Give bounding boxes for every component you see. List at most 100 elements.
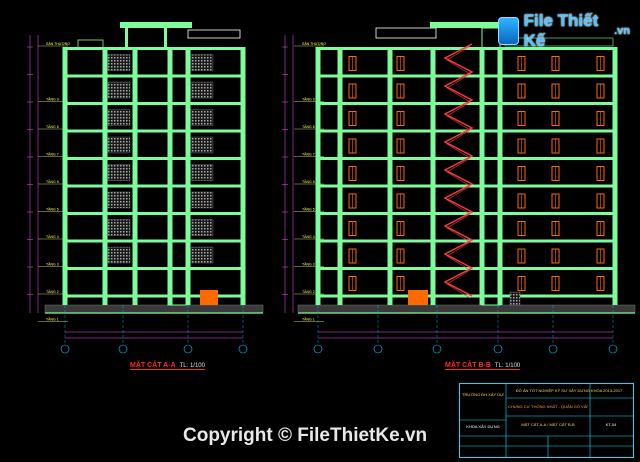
floor-slab (65, 129, 243, 133)
section-a-scale: TL: 1/100 (179, 363, 205, 369)
floor-label: TẦNG 6 (302, 180, 315, 184)
window-panel (107, 219, 131, 236)
window-panel (107, 54, 131, 71)
elevator-shaft (481, 27, 501, 306)
floor-slab (65, 212, 243, 215)
grid-axis-bubble (493, 344, 503, 354)
grid-axis-bubble (432, 344, 442, 354)
floor-slab (65, 184, 243, 188)
grid-axis-bubble (373, 344, 383, 354)
section-b-scale: TL: 1/100 (494, 363, 521, 369)
elevator-shaft (167, 47, 187, 306)
floor-label: TẦNG 9 (302, 98, 315, 102)
lobby-door (408, 290, 428, 305)
floor-label: SÂN THƯỢNG (46, 42, 70, 46)
grid-axis-bubble (238, 344, 248, 354)
column (430, 47, 436, 305)
column (612, 47, 618, 305)
floor-slab (65, 157, 243, 160)
watermark-logo: File Thiết Kế .vn (498, 11, 630, 50)
floor-label: TẦNG 2 (302, 290, 315, 294)
window-panel (190, 54, 214, 71)
floor-label: TẦNG 1 (302, 318, 315, 322)
floor-label: TẦNG 1 (46, 318, 59, 322)
floor-slab (65, 47, 243, 50)
roof-core-wall (125, 28, 128, 48)
roof-parapet-left (77, 39, 104, 49)
floor-slab (65, 74, 243, 78)
roof-core-cap (120, 22, 192, 28)
window-panel (190, 191, 214, 209)
window-panel (107, 246, 131, 264)
floor-slab (318, 212, 615, 215)
window-panel (190, 246, 214, 264)
floor-label: TẦNG 7 (46, 153, 59, 157)
tb-subject: CHUNG CƯ THỐNG NHẤT - QUẬN GÒ VẤP, TP.HC… (508, 404, 588, 409)
column (337, 47, 343, 305)
ground-fill (297, 304, 636, 314)
window-panel (190, 219, 214, 236)
floor-label: TẦNG 8 (302, 125, 315, 129)
floor-slab (318, 184, 615, 188)
column (132, 47, 138, 305)
roof-parapet (375, 27, 437, 39)
tb-sheet: KT-04 (605, 422, 617, 427)
copyright-watermark: Copyright © FileThietKe.vn (183, 425, 428, 446)
window-panel (190, 136, 214, 154)
floor-slab (318, 267, 615, 270)
floor-label: TẦNG 6 (46, 180, 59, 184)
column (387, 47, 393, 305)
floor-slab (65, 239, 243, 243)
window-panel (190, 109, 214, 126)
section-a-title-text: MẶT CẮT A-A (130, 362, 176, 369)
tb-drawing: MẶT CẮT A-A / MẶT CẮT B-B (521, 422, 575, 427)
window-panel (107, 109, 131, 126)
floor-label: TẦNG 4 (302, 235, 315, 239)
tb-project: ĐỒ ÁN TỐT NGHIỆP KỸ SƯ XÂY DỰNG KHÓA 201… (515, 388, 623, 393)
logo-text: File Thiết Kế (523, 11, 599, 50)
grid-axis-bubble (118, 344, 128, 354)
grid-axis-bubble (548, 344, 558, 354)
floor-slab (65, 267, 243, 270)
floor-label: TẦNG 9 (46, 98, 59, 102)
grid-axis-bubble (313, 344, 323, 354)
window-panel (107, 164, 131, 181)
entrance-door (200, 290, 218, 305)
floor-label: TẦNG 5 (46, 208, 59, 212)
stair-flights (443, 43, 474, 297)
floor-slab (318, 239, 615, 243)
column (102, 47, 108, 305)
floor-label: TẦNG 7 (302, 153, 315, 157)
ground-fill (44, 304, 264, 314)
grid-axis-bubble (60, 344, 70, 354)
floor-slab (65, 102, 243, 105)
floor-label: TẦNG 3 (302, 263, 315, 267)
roof-core-wall (164, 28, 167, 48)
ground-window (509, 291, 521, 306)
stair-rail (446, 45, 471, 299)
roof-parapet (187, 29, 241, 39)
grid-axis-bubble (608, 344, 618, 354)
column (240, 47, 246, 305)
floor-slab (318, 47, 615, 50)
window-panel (107, 136, 131, 154)
roof-core-cap (430, 22, 502, 28)
file-icon (498, 17, 519, 45)
floor-label: SÂN THƯỢNG (302, 42, 326, 46)
floor-label: TẦNG 4 (46, 235, 59, 239)
title-block: TRƯỜNG ĐH XÂY DỰNG MIỀN TÂY KHOA XÂY DỰN… (459, 383, 634, 458)
column (167, 47, 173, 305)
tb-faculty: KHOA XÂY DỰNG (466, 424, 500, 429)
floor-slab (65, 294, 243, 298)
floor-label: TẦNG 2 (46, 290, 59, 294)
window-panel (107, 81, 131, 99)
floor-label: TẦNG 3 (46, 263, 59, 267)
window-panel (190, 81, 214, 99)
column (185, 47, 191, 305)
column (62, 47, 68, 305)
tb-school: TRƯỜNG ĐH XÂY DỰNG MIỀN TÂY (462, 392, 504, 397)
